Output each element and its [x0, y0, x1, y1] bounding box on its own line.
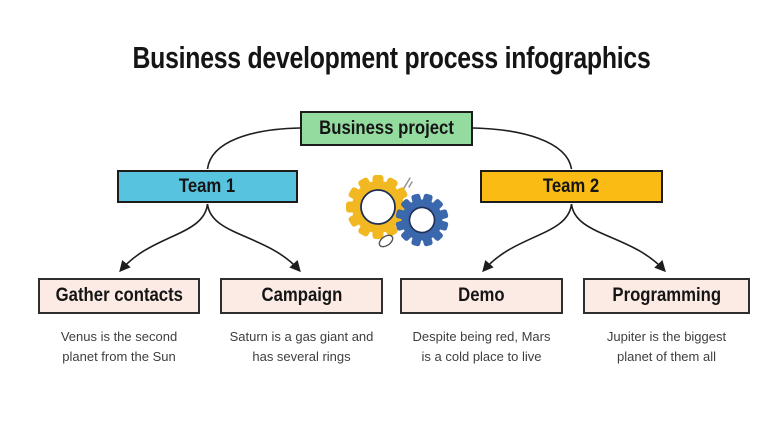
blob-doodle-icon	[378, 234, 394, 248]
page-title: Business development process infographic…	[132, 40, 651, 75]
node-programming-label: Programming	[612, 285, 721, 306]
description-programming: Jupiter is the biggest planet of them al…	[606, 329, 727, 364]
node-team-2: Team 2	[480, 170, 663, 203]
description-campaign: Saturn is a gas giant and has several ri…	[229, 329, 374, 364]
node-team-1: Team 1	[117, 170, 298, 203]
node-business-project: Business project	[300, 111, 473, 146]
team-to-leaf-arrows	[119, 203, 666, 273]
node-business-project-label: Business project	[319, 117, 454, 139]
description-demo: Despite being red, Mars is a cold place …	[412, 329, 551, 364]
node-demo-label: Demo	[458, 285, 505, 306]
node-gather-contacts: Gather contacts	[38, 278, 200, 314]
gear-yellow	[346, 175, 410, 239]
node-campaign-label: Campaign	[261, 285, 342, 306]
node-campaign: Campaign	[220, 278, 383, 314]
node-team-1-label: Team 1	[179, 175, 236, 197]
node-demo: Demo	[400, 278, 563, 314]
root-to-team-curves	[206, 127, 573, 170]
sparkle-doodle-icon	[403, 177, 413, 189]
node-team-2-label: Team 2	[543, 175, 600, 197]
node-gather-contacts-label: Gather contacts	[55, 285, 183, 306]
gears-icon	[346, 175, 449, 248]
gear-blue	[395, 193, 449, 247]
description-gather-contacts: Venus is the second planet from the Sun	[60, 329, 178, 364]
node-programming: Programming	[583, 278, 750, 314]
